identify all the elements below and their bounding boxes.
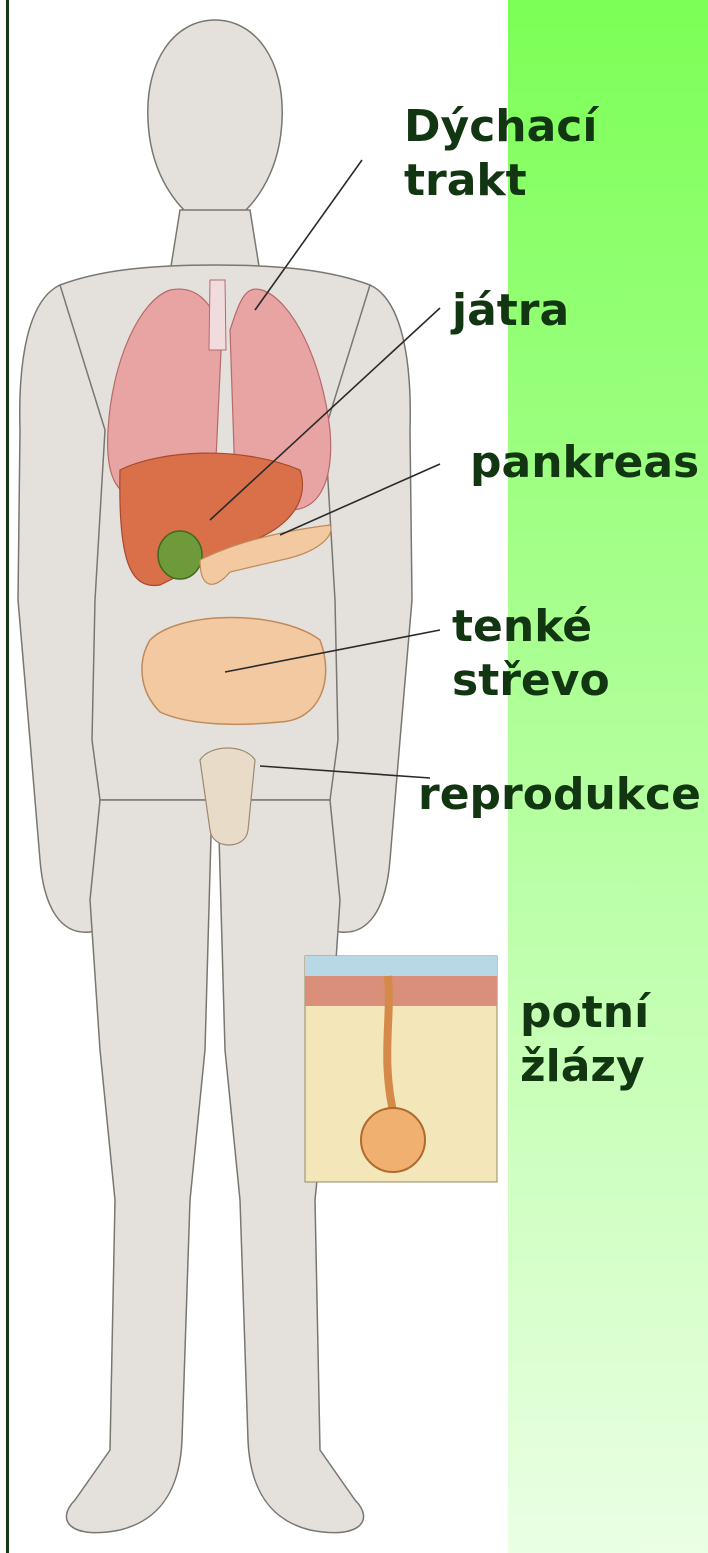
epidermis-layer <box>305 976 497 1006</box>
label-line: tenké <box>452 600 610 654</box>
sweat-gland-coil <box>361 1108 425 1172</box>
label-line: střevo <box>452 654 610 708</box>
label-liver: játra <box>452 284 569 338</box>
label-respiratory-tract: Dýchací trakt <box>404 100 597 208</box>
head <box>148 20 282 230</box>
label-line: potní <box>520 986 649 1040</box>
label-line: játra <box>452 284 569 338</box>
sweat-gland-inset <box>305 956 497 1182</box>
gallbladder <box>158 531 202 579</box>
skin-surface-layer <box>305 956 497 976</box>
label-line: reprodukce <box>418 768 701 822</box>
label-line: trakt <box>404 154 597 208</box>
label-pancreas: pankreas <box>470 436 699 490</box>
label-line: žlázy <box>520 1040 649 1094</box>
label-sweat-glands: potní žlázy <box>520 986 649 1094</box>
label-reproduction: reprodukce <box>418 768 701 822</box>
label-small-intestine: tenké střevo <box>452 600 610 708</box>
trachea <box>209 280 226 350</box>
label-line: Dýchací <box>404 100 597 154</box>
label-line: pankreas <box>470 436 699 490</box>
